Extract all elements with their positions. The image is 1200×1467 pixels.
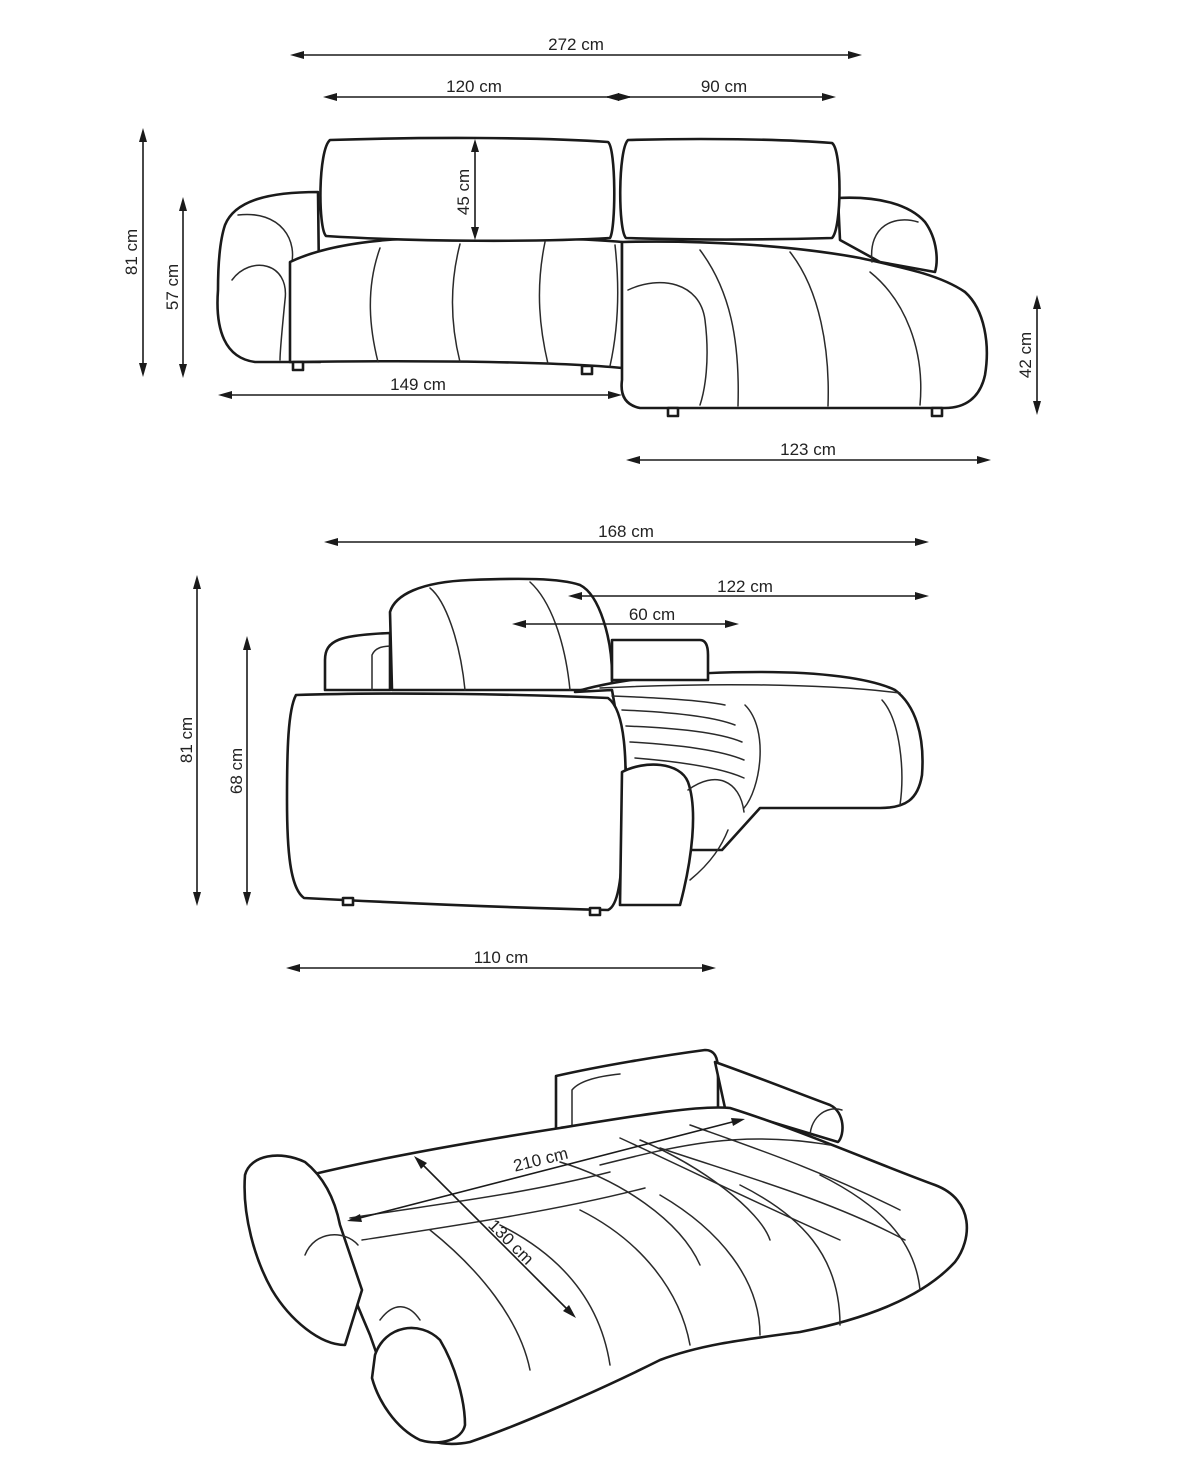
label-chaise-height: 42 cm bbox=[1016, 332, 1035, 378]
front-back-cushion-right bbox=[618, 137, 841, 241]
dim-cushion-height: 45 cm bbox=[454, 139, 479, 240]
front-view: 272 cm 120 cm 90 cm 81 cm 57 cm bbox=[122, 35, 1041, 464]
label-base-depth: 110 cm bbox=[474, 948, 529, 967]
label-side-armrest-height: 68 cm bbox=[227, 748, 246, 794]
dim-left-section: 120 cm bbox=[323, 77, 632, 101]
dim-armrest-height: 57 cm bbox=[163, 197, 187, 378]
label-overall-width: 272 cm bbox=[548, 35, 604, 54]
side-backrest-frame bbox=[610, 638, 710, 682]
label-armrest-height: 57 cm bbox=[163, 264, 182, 310]
label-side-total-height: 81 cm bbox=[177, 717, 196, 763]
dim-overall-depth: 168 cm bbox=[324, 522, 929, 546]
side-view: 168 cm 122 cm 60 cm 81 cm 68 cm bbox=[177, 522, 929, 972]
dim-base-depth: 110 cm bbox=[286, 948, 716, 972]
side-back-cushion bbox=[388, 577, 614, 692]
front-back-cushion-left bbox=[319, 136, 616, 243]
dim-cushion-depth: 60 cm bbox=[512, 605, 739, 628]
front-chaise bbox=[620, 240, 989, 410]
label-cushion-height: 45 cm bbox=[454, 169, 473, 215]
dim-total-height: 81 cm bbox=[122, 128, 147, 377]
dim-chaise-height: 42 cm bbox=[1016, 295, 1041, 415]
label-right-section: 90 cm bbox=[701, 77, 747, 96]
front-seat-base bbox=[288, 236, 624, 370]
label-base-length: 149 cm bbox=[390, 375, 446, 394]
side-far-armrest bbox=[323, 631, 392, 692]
label-left-section: 120 cm bbox=[446, 77, 502, 96]
label-overall-depth: 168 cm bbox=[598, 522, 654, 541]
dim-chaise-depth: 122 cm bbox=[568, 577, 929, 600]
side-near-armrest bbox=[285, 692, 627, 912]
dim-overall-width: 272 cm bbox=[290, 35, 862, 59]
dim-right-section: 90 cm bbox=[605, 77, 836, 101]
bed-back-rail bbox=[713, 1060, 844, 1144]
side-seat-roll bbox=[618, 763, 695, 907]
dim-chaise-length: 123 cm bbox=[626, 440, 991, 464]
label-chaise-length: 123 cm bbox=[780, 440, 836, 459]
bed-front-roll bbox=[370, 1326, 467, 1444]
bed-view: 210 cm 130 cm bbox=[243, 1048, 969, 1446]
label-total-height: 81 cm bbox=[122, 229, 141, 275]
front-right-armrest bbox=[836, 196, 938, 274]
dim-side-total-height: 81 cm bbox=[177, 575, 201, 906]
dim-side-armrest-height: 68 cm bbox=[227, 636, 251, 906]
dim-base-length: 149 cm bbox=[218, 375, 622, 399]
label-chaise-depth: 122 cm bbox=[717, 577, 773, 596]
bed-left-armrest bbox=[243, 1154, 364, 1347]
label-cushion-depth: 60 cm bbox=[629, 605, 675, 624]
